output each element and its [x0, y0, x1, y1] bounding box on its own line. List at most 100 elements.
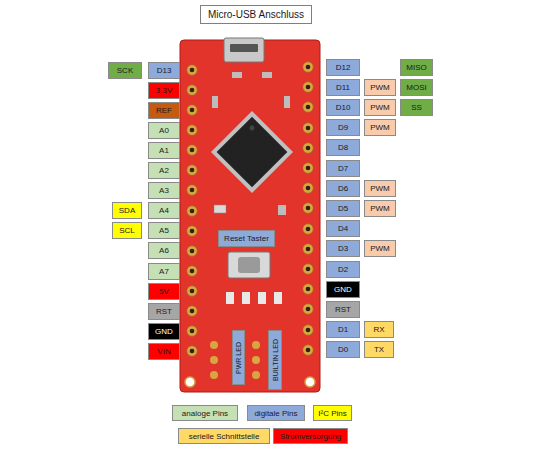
label-text: PWM: [370, 185, 390, 193]
label-text: PWR LED: [235, 342, 242, 374]
label-text: D8: [338, 144, 348, 152]
label-text: PWM: [370, 245, 390, 253]
label-text: D5: [338, 205, 348, 213]
label-text: D13: [157, 67, 172, 75]
pin-label: A0: [148, 122, 180, 139]
label-text: D6: [338, 185, 348, 193]
pin-label: D5: [326, 200, 360, 217]
function-label: PWM: [364, 79, 396, 96]
pin-label: D8: [326, 139, 360, 156]
label-text: D12: [336, 64, 351, 72]
label-text: GND: [334, 286, 352, 294]
label-text: A5: [159, 227, 169, 235]
microcontroller-chip: [211, 111, 293, 193]
legend-swatch: I²C Pins: [313, 405, 352, 421]
usb-connector: [224, 38, 264, 62]
title-text: Micro-USB Anschluss: [208, 9, 304, 20]
pin-label: 5V: [148, 283, 180, 300]
label-text: D11: [336, 84, 350, 92]
label-text: A4: [159, 207, 169, 215]
label-text: A0: [159, 127, 169, 135]
pin-label: D0: [326, 341, 360, 358]
label-text: PWM: [370, 84, 390, 92]
pin-label: 3.3V: [148, 82, 180, 99]
icsp-pad: [210, 371, 218, 379]
part-label: Reset Taster: [218, 230, 275, 247]
label-text: D0: [338, 346, 348, 354]
label-text: BUILTIN LED: [272, 339, 279, 381]
legend-text: digitale Pins: [254, 409, 297, 418]
pin-label: A6: [148, 242, 180, 259]
label-text: A1: [159, 147, 169, 155]
pin-label: D3: [326, 240, 360, 257]
title-box: Micro-USB Anschluss: [200, 5, 312, 24]
pin-label: RST: [148, 303, 180, 320]
part-label: PWR LED: [232, 330, 245, 385]
pin-label: D6: [326, 180, 360, 197]
label-text: A7: [159, 268, 169, 276]
function-label: PWM: [364, 119, 396, 136]
label-text: Reset Taster: [224, 235, 269, 243]
function-label: SS: [400, 99, 433, 116]
label-text: RST: [156, 308, 172, 316]
function-label: PWM: [364, 240, 396, 257]
pin-label: D11: [326, 79, 360, 96]
pin-label: A4: [148, 202, 180, 219]
smd-part: [212, 96, 218, 108]
label-text: PWM: [370, 124, 390, 132]
smd-part: [242, 292, 250, 304]
pin-label: D2: [326, 261, 360, 278]
icsp-pad: [210, 341, 218, 349]
pin-label: D9: [326, 119, 360, 136]
reset-button-cap: [238, 257, 260, 273]
icsp-pad: [252, 356, 260, 364]
smd-part: [226, 292, 234, 304]
left-pin-holes: [187, 65, 197, 356]
function-label: PWM: [364, 200, 396, 217]
legend-text: analoge Pins: [182, 409, 228, 418]
label-text: D1: [338, 326, 348, 334]
label-text: 3.3V: [156, 87, 172, 95]
label-text: REF: [156, 107, 172, 115]
function-label: RX: [364, 321, 394, 338]
legend-text: Stromversorgung: [280, 432, 341, 441]
pin-label: D10: [326, 99, 360, 116]
function-label: MOSI: [400, 79, 433, 96]
pin-label: D13: [148, 62, 180, 79]
pin-label: D12: [326, 59, 360, 76]
function-label: SCL: [112, 222, 142, 239]
smd-part: [278, 205, 286, 215]
function-label: SCK: [108, 62, 142, 79]
legend-swatch: serielle Schnittstelle: [178, 428, 270, 444]
pin-label: A5: [148, 222, 180, 239]
icsp-pad: [252, 371, 260, 379]
reset-button: [228, 252, 270, 278]
legend-swatch: Stromversorgung: [273, 428, 348, 444]
label-text: PWM: [370, 205, 390, 213]
function-label: SDA: [112, 202, 142, 219]
pin-label: REF: [148, 102, 180, 119]
part-label: BUILTIN LED: [268, 330, 282, 390]
smd-part: [262, 72, 272, 78]
smd-part: [274, 292, 282, 304]
right-pin-holes: [303, 62, 313, 355]
pin-label: D4: [326, 220, 360, 237]
usb-port: [230, 44, 258, 52]
label-text: 5V: [159, 288, 169, 296]
mounting-hole: [185, 377, 195, 387]
label-text: SCK: [117, 67, 133, 75]
label-text: A2: [159, 167, 169, 175]
label-text: VIN: [157, 348, 170, 356]
label-text: RST: [335, 306, 351, 314]
pin-label: RST: [326, 301, 360, 318]
label-text: D7: [338, 165, 348, 173]
label-text: TX: [374, 346, 384, 354]
pin-label: A1: [148, 142, 180, 159]
crystal: [214, 205, 226, 213]
label-text: D10: [336, 104, 351, 112]
legend-text: serielle Schnittstelle: [189, 432, 260, 441]
pin-label: A7: [148, 263, 180, 280]
pin-label: VIN: [148, 343, 180, 360]
label-text: A3: [159, 187, 169, 195]
